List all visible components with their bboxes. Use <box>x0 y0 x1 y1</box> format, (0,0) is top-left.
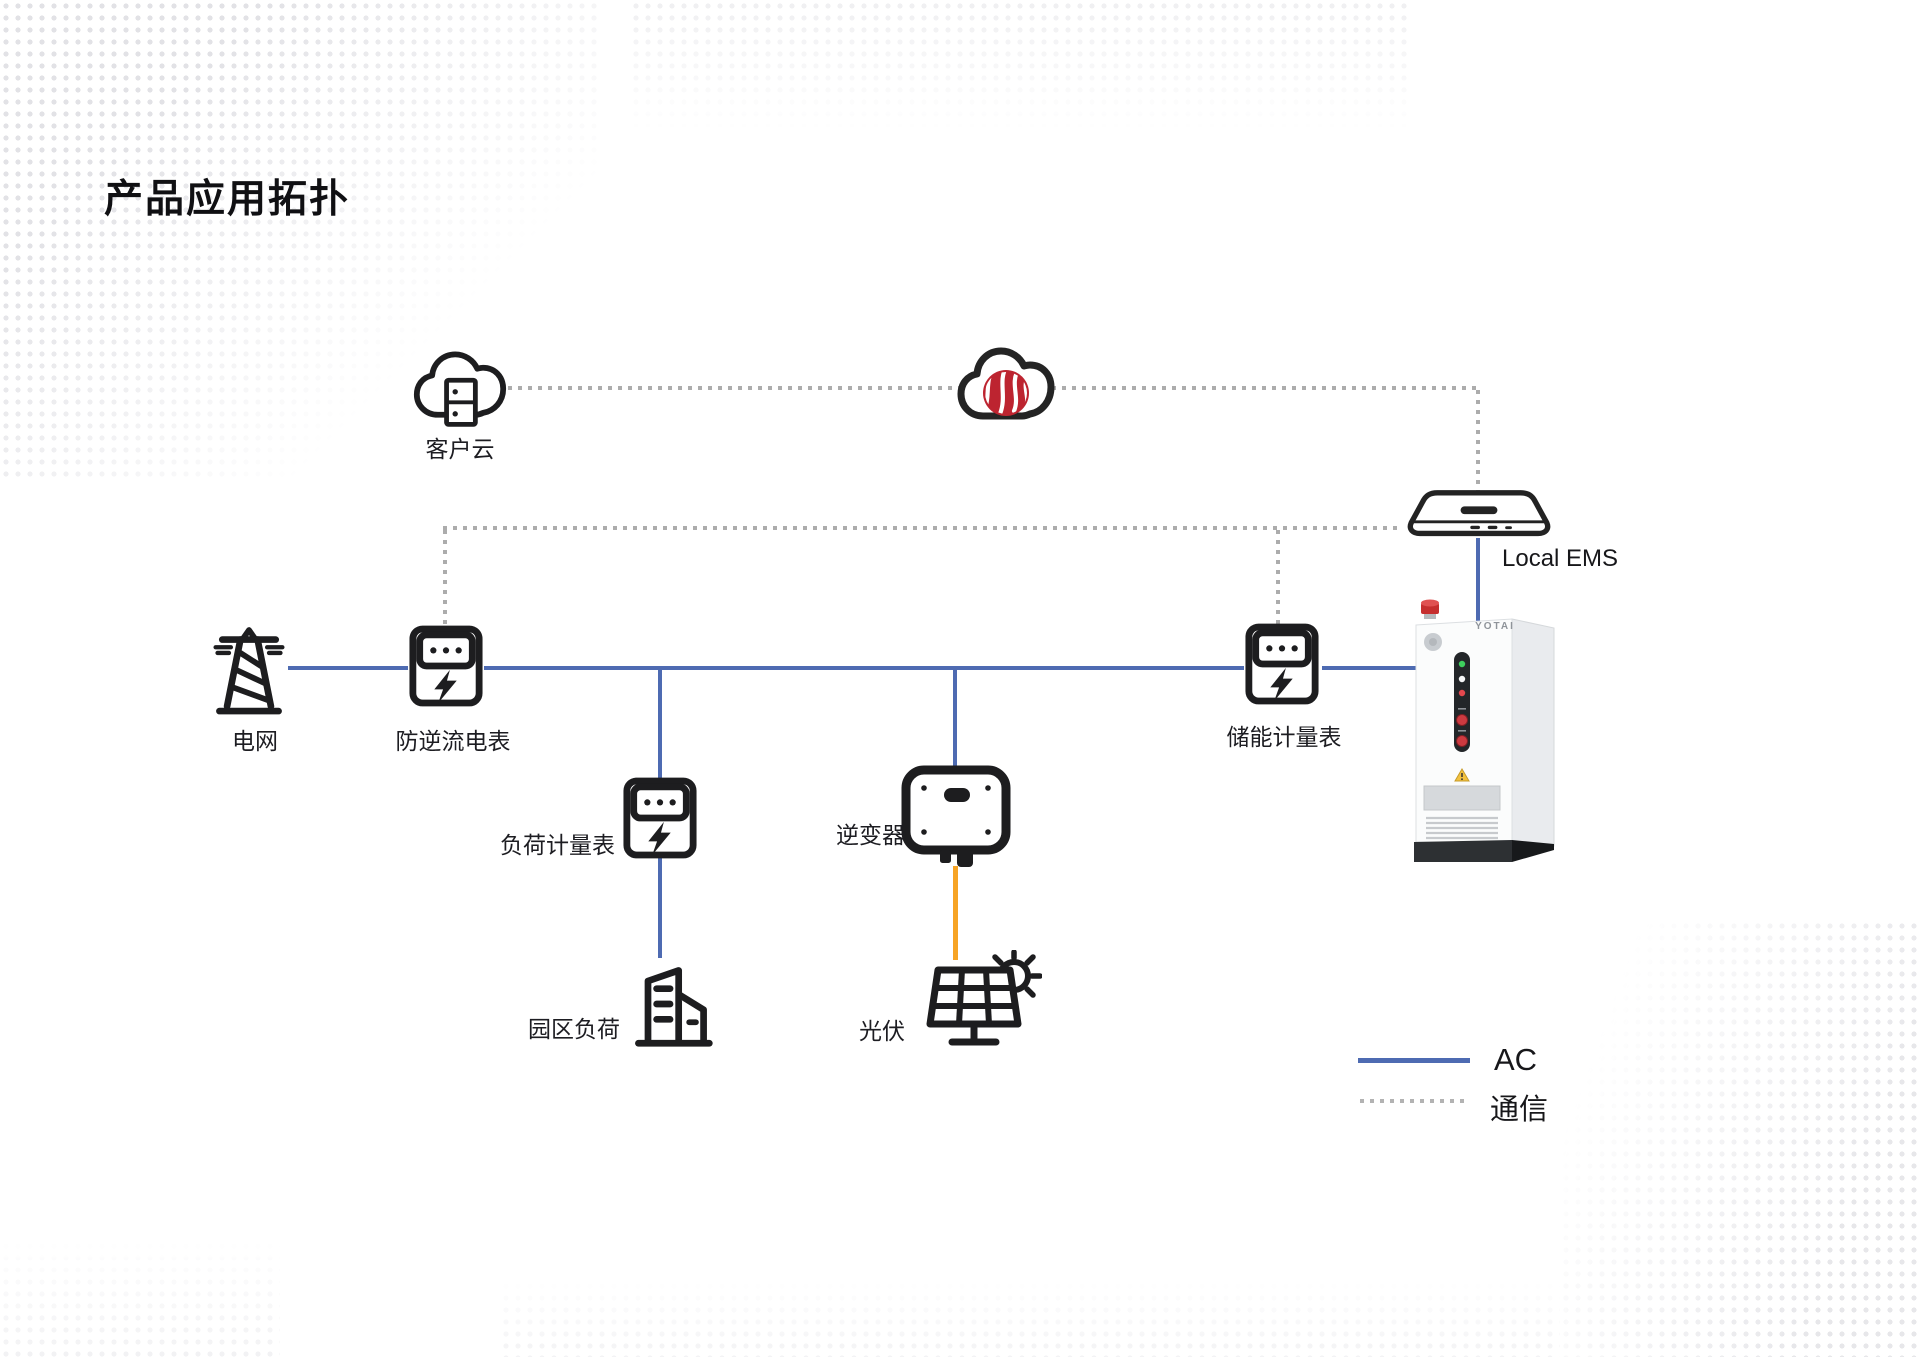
ems-gateway-icon <box>1407 490 1551 537</box>
customer-cloud-node <box>412 340 508 432</box>
ac-line-meter-to-cabinet <box>1322 666 1417 670</box>
local-ems-label: Local EMS <box>1502 545 1619 572</box>
inverter-icon <box>901 765 1011 867</box>
battery-cabinet-node <box>1404 594 1562 868</box>
page-title: 产品应用拓扑 <box>104 178 351 221</box>
halftone-pattern-bottom-right <box>1560 920 1919 1357</box>
dc-line-inverter-to-pv <box>953 866 958 960</box>
transmission-tower-icon <box>213 627 285 715</box>
cabinet-brand-label: YOTAI <box>1475 621 1515 632</box>
ac-line-load-meter-to-building <box>658 856 662 958</box>
pv-label: 光伏 <box>859 1018 905 1044</box>
ac-line-bus-to-inverter <box>953 670 957 768</box>
inverter-label: 逆变器 <box>836 822 905 848</box>
energy-meter-icon <box>623 777 697 859</box>
halftone-pattern-bottom-center <box>500 1280 1560 1357</box>
anti-backflow-meter-label: 防逆流电表 <box>395 728 511 754</box>
storage-meter-node <box>1244 622 1320 706</box>
comm-line-brand-cloud-to-ems-v <box>1476 390 1480 498</box>
legend-ac-label: AC <box>1494 1042 1538 1077</box>
energy-meter-icon <box>1245 623 1319 705</box>
brand-cloud-icon <box>957 347 1055 420</box>
grid-label: 电网 <box>232 728 278 754</box>
comm-line-backflow-meter-v <box>443 530 447 626</box>
comm-line-storage-meter-v <box>1276 530 1280 624</box>
halftone-pattern-top-center <box>630 0 1410 130</box>
anti-backflow-meter-node <box>408 624 484 708</box>
legend-comm-label: 通信 <box>1490 1094 1549 1126</box>
load-meter-node <box>622 776 698 860</box>
local-ems-node <box>1406 486 1552 548</box>
ac-line-grid-to-meter <box>288 666 408 670</box>
comm-line-meters-to-ems-h <box>443 526 1400 530</box>
halftone-pattern-bottom-left <box>0 1240 280 1357</box>
ac-bus-line <box>484 666 1244 670</box>
brand-cloud-node <box>956 336 1056 432</box>
storage-meter-label: 储能计量表 <box>1226 724 1342 750</box>
legend-comm-line <box>1360 1099 1468 1103</box>
energy-meter-icon <box>409 625 483 707</box>
comm-line-customer-cloud-to-brand-cloud <box>508 386 960 390</box>
ac-line-ems-to-cabinet <box>1476 538 1480 623</box>
park-load-label: 园区负荷 <box>528 1016 620 1042</box>
pv-node <box>914 950 1042 1054</box>
cloud-server-icon <box>413 351 507 427</box>
customer-cloud-label: 客户云 <box>425 436 495 462</box>
comm-line-brand-cloud-to-ems-h <box>1052 386 1480 390</box>
inverter-node <box>900 764 1012 870</box>
solar-panel-icon <box>926 950 1042 1046</box>
ac-line-bus-to-load-meter <box>658 670 662 778</box>
grid-node <box>208 624 290 720</box>
legend-ac-line <box>1358 1058 1470 1063</box>
halftone-pattern-top-left <box>0 0 600 480</box>
load-meter-label: 负荷计量表 <box>500 832 615 858</box>
battery-cabinet-graphic <box>1414 599 1555 862</box>
park-load-node <box>625 953 717 1055</box>
red-logo-sphere <box>983 370 1029 416</box>
building-icon <box>635 967 713 1047</box>
